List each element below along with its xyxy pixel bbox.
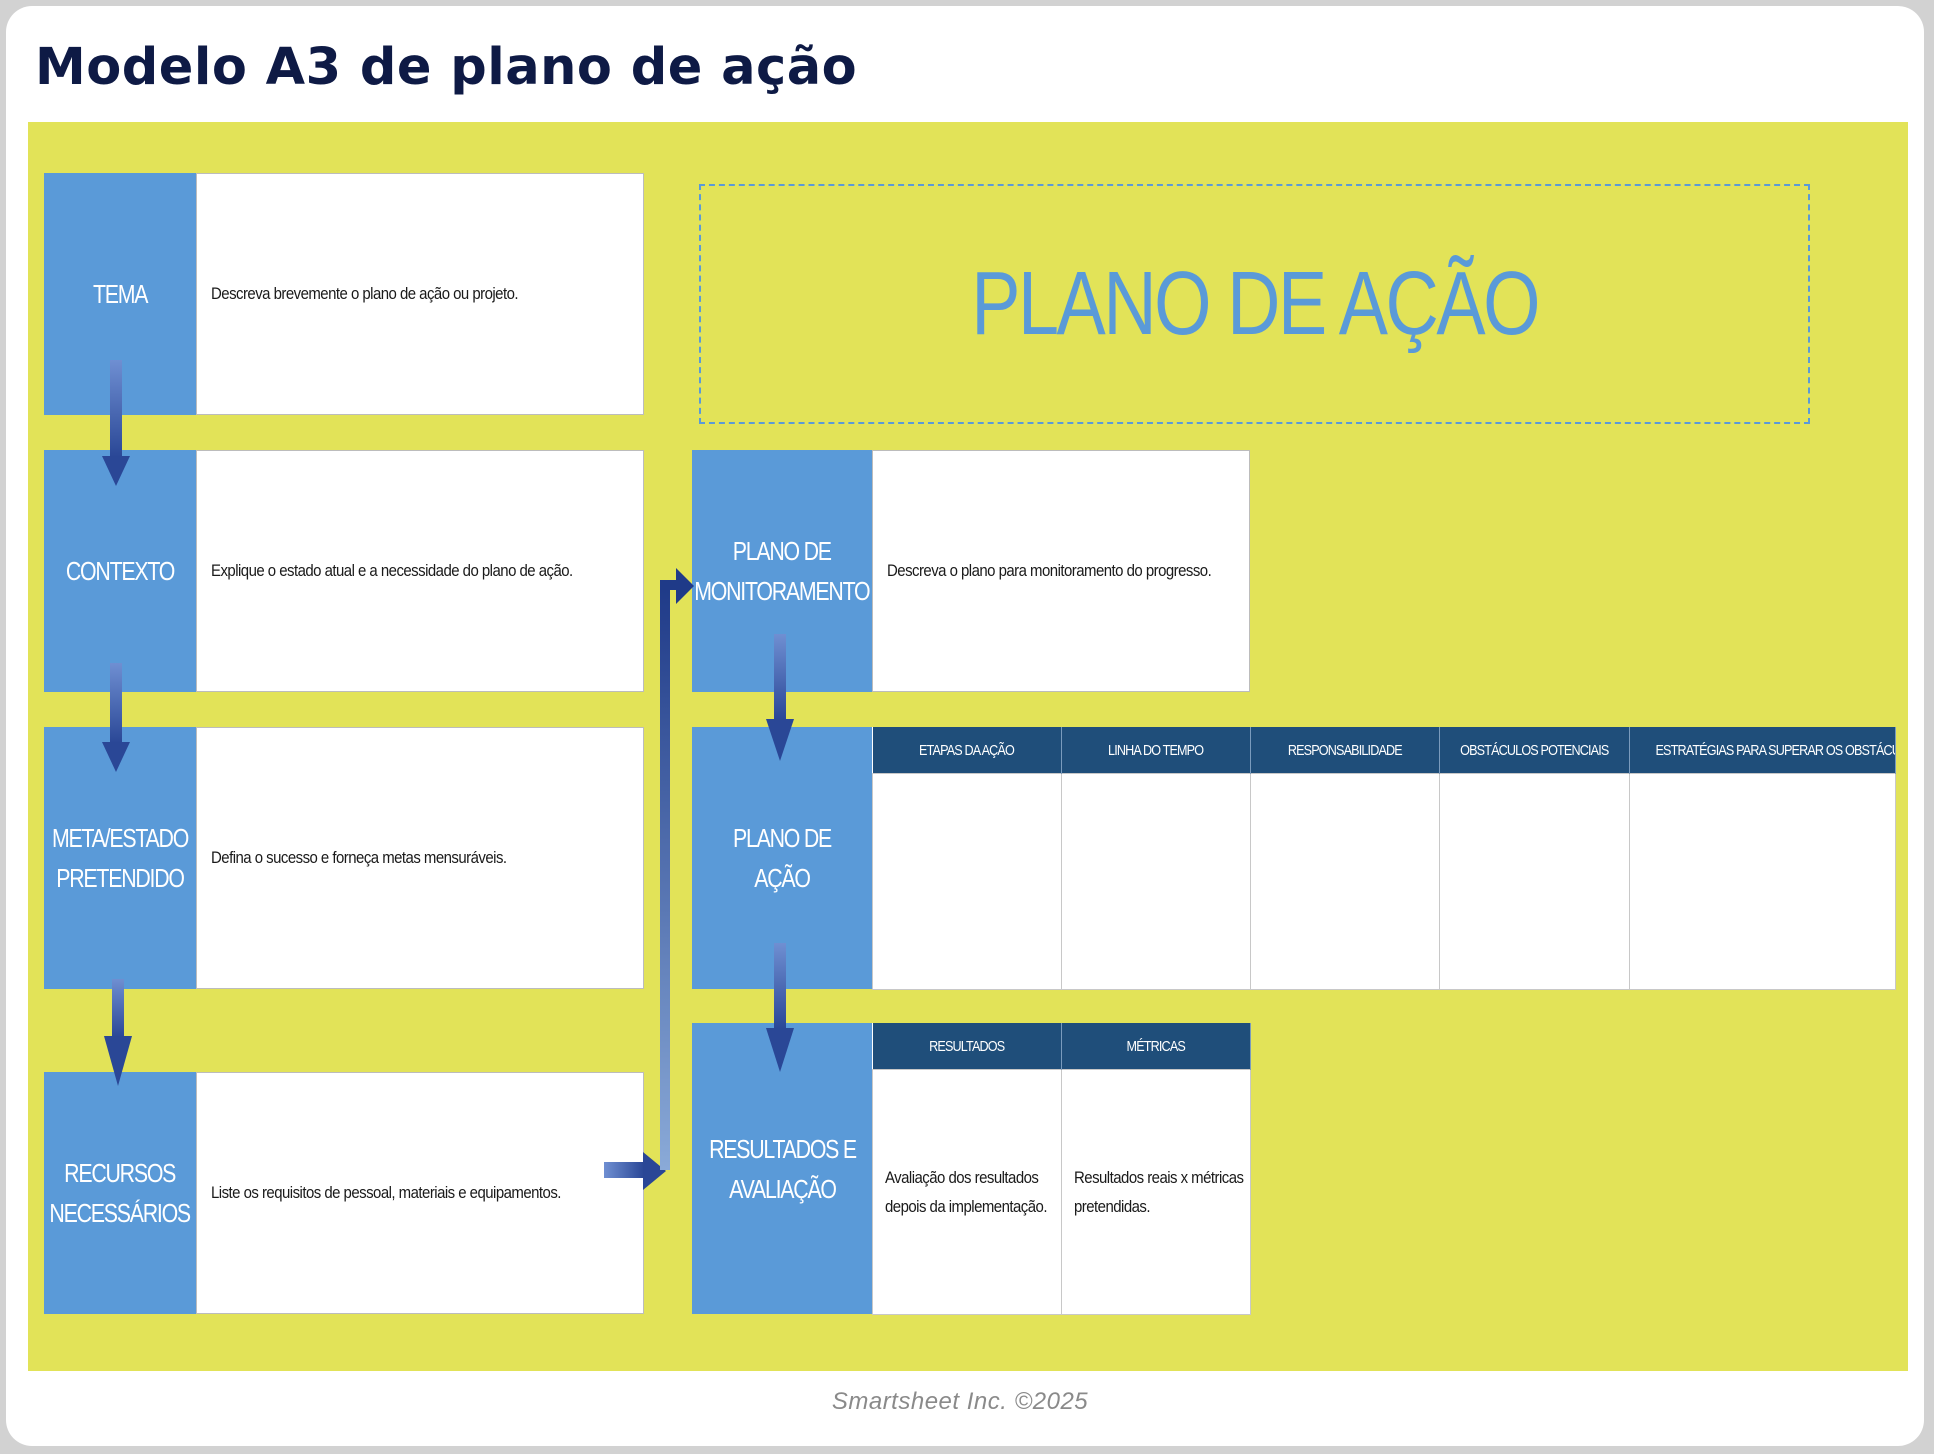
plano-acao-cell[interactable]	[872, 773, 1062, 990]
resultados-col-header: RESULTADOS	[872, 1023, 1062, 1070]
plano-acao-label: PLANO DE AÇÃO	[733, 823, 832, 893]
metricas-cell[interactable]: Resultados reais x métricas pretendidas.	[1061, 1069, 1251, 1315]
recursos-text: Liste os requisitos de pessoal, materiai…	[211, 1183, 561, 1202]
contexto-label: CONTEXTO	[65, 556, 175, 586]
meta-text: Defina o sucesso e forneça metas mensurá…	[211, 848, 507, 867]
resultados-label: RESULTADOS E AVALIAÇÃO	[708, 1129, 857, 1209]
meta-label-line2: PRETENDIDO	[56, 863, 185, 893]
meta-header: META/ESTADO PRETENDIDO	[44, 727, 196, 989]
monitoramento-label-line2: MONITORAMENTO	[694, 576, 870, 606]
arrow-down-icon	[766, 634, 794, 761]
resultados-label-line1: RESULTADOS E	[708, 1133, 857, 1164]
monitoramento-label-line1: PLANO DE	[733, 536, 832, 566]
recursos-header: RECURSOS NECESSÁRIOS	[44, 1072, 196, 1314]
tema-label: TEMA	[92, 279, 149, 309]
tema-header: TEMA	[44, 173, 196, 415]
plano-acao-col-header: ETAPAS DA AÇÃO	[872, 727, 1062, 774]
resultados-table: RESULTADOS MÉTRICAS Avaliação dos result…	[872, 1023, 1251, 1315]
contexto-text: Explique o estado atual e a necessidade …	[211, 561, 573, 580]
arrow-down-icon	[102, 663, 130, 772]
arrow-down-icon	[766, 943, 794, 1072]
resultados-label-line2: AVALIAÇÃO	[728, 1173, 837, 1204]
resultados-cell-line2: depois da implementação.	[885, 1197, 1048, 1216]
plano-acao-cell[interactable]	[1061, 773, 1251, 990]
plano-title-text: PLANO DE AÇÃO	[971, 253, 1540, 354]
tema-text: Descreva brevemente o plano de ação ou p…	[211, 284, 519, 303]
page-title: Modelo A3 de plano de ação	[35, 38, 858, 97]
plano-acao-table: ETAPAS DA AÇÃO LINHA DO TEMPO RESPONSABI…	[872, 727, 1896, 990]
recursos-label-line2: NECESSÁRIOS	[49, 1198, 192, 1228]
plano-title-banner: PLANO DE AÇÃO	[699, 184, 1810, 424]
arrow-up-right-icon	[660, 568, 694, 1170]
footer-credit: Smartsheet Inc. ©2025	[831, 1388, 1089, 1415]
plano-acao-cell[interactable]	[1629, 773, 1896, 990]
resultados-cell-line1: Avaliação dos resultados	[885, 1168, 1039, 1187]
plano-acao-col-header: LINHA DO TEMPO	[1061, 727, 1251, 774]
arrow-down-icon	[104, 979, 132, 1086]
contexto-field[interactable]: Explique o estado atual e a necessidade …	[196, 450, 644, 692]
meta-label: META/ESTADO PRETENDIDO	[51, 818, 189, 898]
resultados-header: RESULTADOS E AVALIAÇÃO	[692, 1023, 872, 1314]
monitoramento-field[interactable]: Descreva o plano para monitoramento do p…	[872, 450, 1250, 692]
plano-acao-col-header: OBSTÁCULOS POTENCIAIS	[1439, 727, 1630, 774]
metricas-cell-line1: Resultados reais x métricas	[1074, 1168, 1244, 1187]
tema-field[interactable]: Descreva brevemente o plano de ação ou p…	[196, 173, 644, 415]
monitoramento-text: Descreva o plano para monitoramento do p…	[887, 561, 1212, 580]
metricas-cell-line2: pretendidas.	[1074, 1197, 1151, 1216]
arrow-right-icon	[604, 1152, 666, 1190]
plano-acao-col-header: RESPONSABILIDADE	[1250, 727, 1440, 774]
monitoramento-label: PLANO DE MONITORAMENTO	[694, 531, 870, 611]
recursos-label-line1: RECURSOS	[64, 1158, 177, 1188]
recursos-field[interactable]: Liste os requisitos de pessoal, materiai…	[196, 1072, 644, 1314]
resultados-cell[interactable]: Avaliação dos resultados depois da imple…	[872, 1069, 1062, 1315]
recursos-label: RECURSOS NECESSÁRIOS	[49, 1153, 192, 1233]
meta-label-line1: META/ESTADO	[51, 823, 189, 853]
contexto-header: CONTEXTO	[44, 450, 196, 692]
meta-field[interactable]: Defina o sucesso e forneça metas mensurá…	[196, 727, 644, 989]
metricas-col-header: MÉTRICAS	[1061, 1023, 1251, 1070]
plano-acao-col-header: ESTRATÉGIAS PARA SUPERAR OS OBSTÁCULOS	[1629, 727, 1896, 774]
arrow-down-icon	[102, 360, 130, 486]
